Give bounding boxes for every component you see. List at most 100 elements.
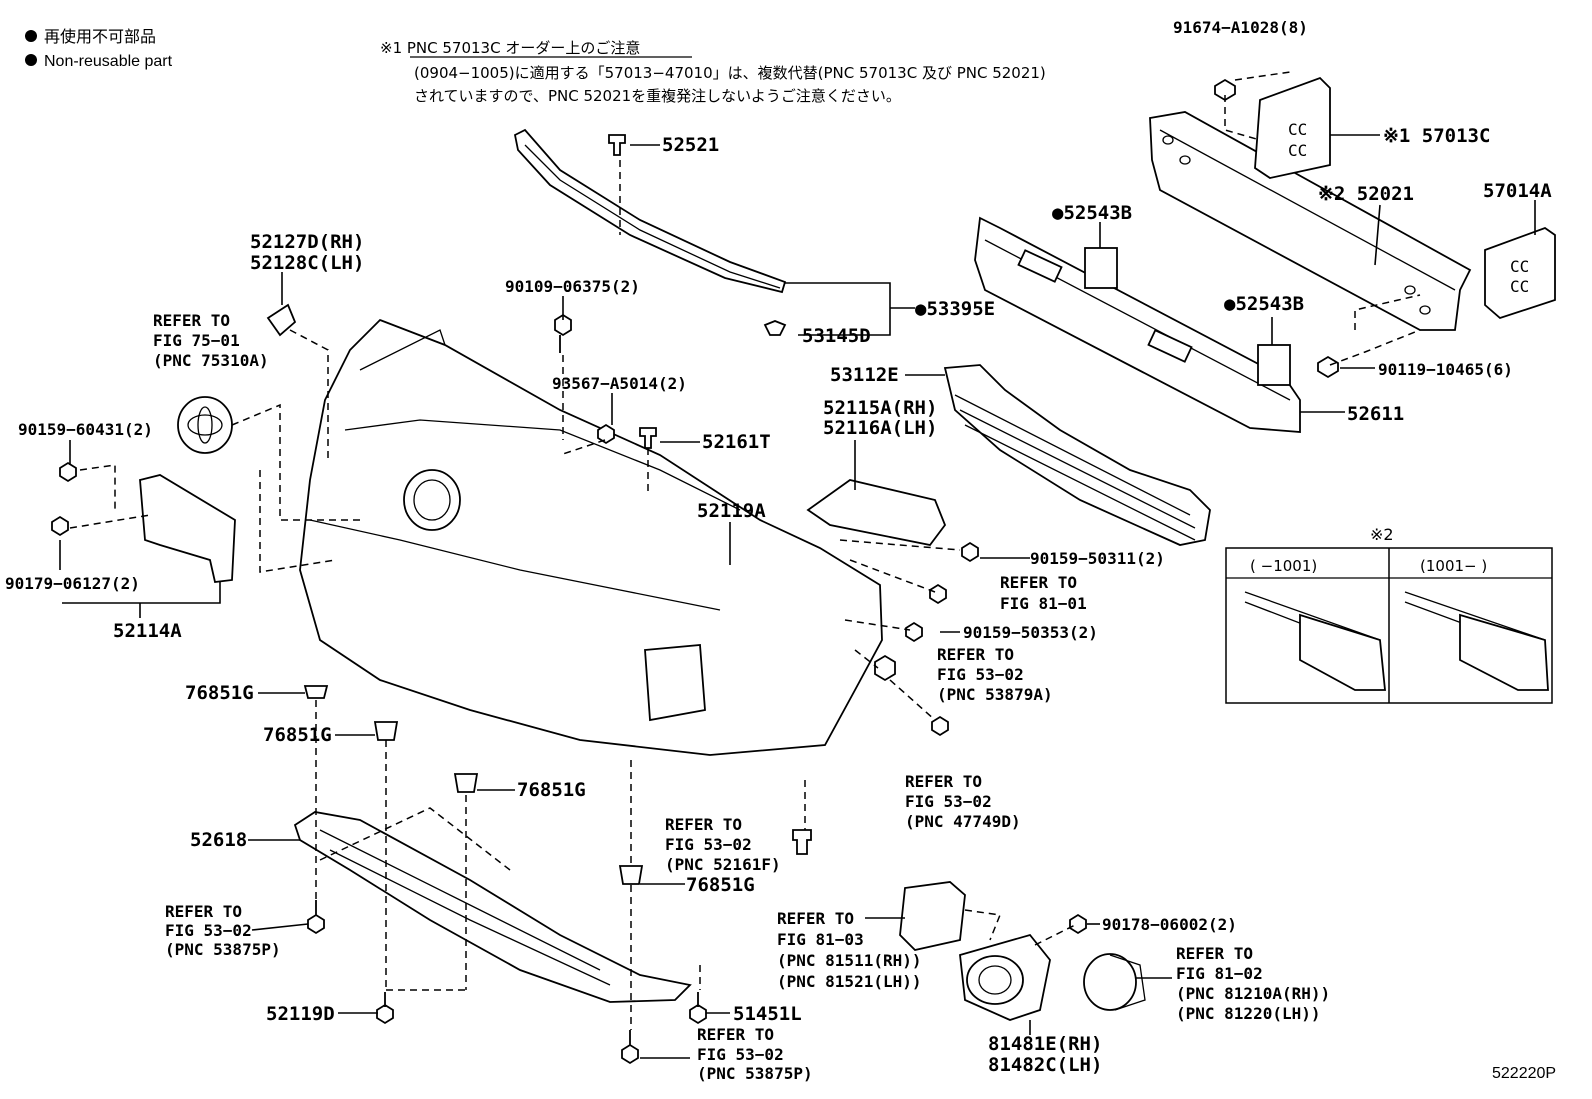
- clip-icon: [303, 685, 329, 699]
- ref-52161f-line2: FIG 53−02: [665, 835, 752, 854]
- label-90159-50311: 90159−50311(2): [1030, 549, 1165, 568]
- ref-81-01-line2: FIG 81−01: [1000, 594, 1087, 613]
- figure-code: 522220P: [1492, 1065, 1556, 1082]
- lower-grille: [943, 364, 1211, 546]
- clip-icon: [792, 829, 812, 855]
- upper-retainer: [513, 128, 787, 294]
- nut-icon: [51, 515, 69, 537]
- screw-icon: [376, 992, 394, 1025]
- label-51451l: 51451L: [733, 1003, 802, 1025]
- ref-47749d-line1: REFER TO: [905, 772, 982, 791]
- label-93567: 93567−A5014(2): [552, 374, 687, 393]
- svg-text:CC: CC: [1510, 277, 1529, 296]
- assembly-lines: [69, 71, 1421, 1030]
- ref-53875p-a-line3: (PNC 53875P): [165, 940, 281, 959]
- ref-75-01-line1: REFER TO: [153, 311, 230, 330]
- non-reusable-dot-icon: [25, 30, 37, 42]
- ref-53879a-line2: FIG 53−02: [937, 665, 1024, 684]
- label-57014a: 57014A: [1483, 180, 1552, 202]
- clip-icon: [618, 865, 644, 885]
- label-52618: 52618: [190, 829, 247, 851]
- screw-icon: [1069, 913, 1087, 935]
- license-bracket: [139, 474, 236, 583]
- tow-hook-cap: [266, 303, 297, 337]
- ref-81-01-line1: REFER TO: [1000, 573, 1077, 592]
- ref-81-03-line2: FIG 81−03: [777, 930, 864, 949]
- nut-icon: [874, 654, 896, 682]
- ref-53875p-a-line1: REFER TO: [165, 902, 242, 921]
- fog-lamp-bulb: [1083, 953, 1146, 1011]
- spacer-52543b-lower: [1257, 344, 1291, 386]
- order-note: ※1 PNC 57013C オーダー上のご注意 (0904−1005)に適用する…: [380, 39, 1046, 105]
- label-90159-60431: 90159−60431(2): [18, 420, 153, 439]
- note-line2: されていますので、PNC 52021を重複発注しないようご注意ください。: [414, 87, 901, 105]
- ref-53879a-line3: (PNC 53879A): [937, 685, 1053, 704]
- part-labels: 91674−A1028(8) ※1 57013C ※2 52021 57014A…: [5, 18, 1556, 1083]
- ref-52161f-line3: (PNC 52161F): [665, 855, 781, 874]
- ref-53875p-b-line2: FIG 53−02: [697, 1045, 784, 1064]
- non-reusable-dot-icon: [25, 54, 37, 66]
- fog-lamp-housing: [959, 933, 1051, 1021]
- screw-icon: [931, 715, 949, 737]
- svg-text:CC: CC: [1288, 141, 1307, 160]
- fog-lamp-cover: [899, 881, 966, 951]
- label-81482c: 81482C(LH): [988, 1054, 1102, 1076]
- label-52116a: 52116A(LH): [823, 417, 937, 439]
- label-52114a: 52114A: [113, 620, 182, 642]
- engine-undercover: [293, 811, 692, 1003]
- legend: 再使用不可部品 Non-reusable part: [25, 28, 173, 70]
- ref-47749d-line3: (PNC 47749D): [905, 812, 1021, 831]
- clip-icon: [763, 320, 787, 336]
- energy-absorber-52611: [974, 216, 1301, 433]
- ref-81-02-line3: (PNC 81210A(RH)): [1176, 984, 1330, 1003]
- label-76851g-1: 76851G: [185, 682, 254, 704]
- label-90178: 90178−06002(2): [1102, 915, 1237, 934]
- ref-75-01-line2: FIG 75−01: [153, 331, 240, 350]
- label-52543b-2: ●52543B: [1224, 293, 1304, 315]
- bolt-icon: [1214, 78, 1236, 102]
- ref-47749d-line2: FIG 53−02: [905, 792, 992, 811]
- clip-icon: [453, 773, 479, 793]
- bolt-icon: [1317, 355, 1339, 379]
- spacer-52543b-upper: [1084, 247, 1118, 289]
- ref-75-01-line3: (PNC 75310A): [153, 351, 269, 370]
- label-90179: 90179−06127(2): [5, 574, 140, 593]
- ref-52161f-line1: REFER TO: [665, 815, 742, 834]
- inset-mark: ※2: [1370, 525, 1394, 544]
- reinforcement-bracket-57013c: CC CC: [1254, 76, 1331, 179]
- screw-icon: [905, 621, 923, 643]
- label-76851g-4: 76851G: [686, 874, 755, 896]
- svg-text:CC: CC: [1510, 257, 1529, 276]
- label-52611: 52611: [1347, 403, 1404, 425]
- screw-icon: [597, 423, 615, 445]
- svg-text:CC: CC: [1288, 120, 1307, 139]
- ref-81-02-line1: REFER TO: [1176, 944, 1253, 963]
- ref-53875p-b-line1: REFER TO: [697, 1025, 774, 1044]
- ref-53875p-b-line3: (PNC 53875P): [697, 1064, 813, 1083]
- label-53395e: ●53395E: [915, 298, 995, 320]
- label-52521: 52521: [662, 134, 719, 156]
- ref-81-02-line2: FIG 81−02: [1176, 964, 1263, 983]
- screw-icon: [689, 992, 707, 1025]
- note-line1: (0904−1005)に適用する「57013−47010」は、複数代替(PNC …: [414, 64, 1046, 82]
- reinforcement-bracket-57014a: CC CC: [1484, 226, 1556, 320]
- label-52128c: 52128C(LH): [250, 252, 364, 274]
- label-52115a: 52115A(RH): [823, 397, 937, 419]
- ref-81-03-line4: (PNC 81521(LH)): [777, 972, 922, 991]
- clip-icon: [373, 721, 399, 741]
- ref-81-03-line3: (PNC 81511(RH)): [777, 951, 922, 970]
- label-52127d: 52127D(RH): [250, 231, 364, 253]
- label-91674: 91674−A1028(8): [1173, 18, 1308, 37]
- bumper-cover: [299, 318, 883, 756]
- ref-53875p-a-line2: FIG 53−02: [165, 921, 252, 940]
- label-52119a: 52119A: [697, 500, 766, 522]
- fasteners: [51, 78, 1339, 1065]
- label-57013c: ※1 57013C: [1383, 125, 1490, 147]
- label-52119d: 52119D: [266, 1003, 335, 1025]
- bolt-icon: [59, 461, 77, 483]
- label-53145d: 53145D: [802, 325, 871, 347]
- label-52021: ※2 52021: [1318, 183, 1414, 205]
- screw-icon: [961, 541, 979, 563]
- screw-icon: [307, 900, 325, 935]
